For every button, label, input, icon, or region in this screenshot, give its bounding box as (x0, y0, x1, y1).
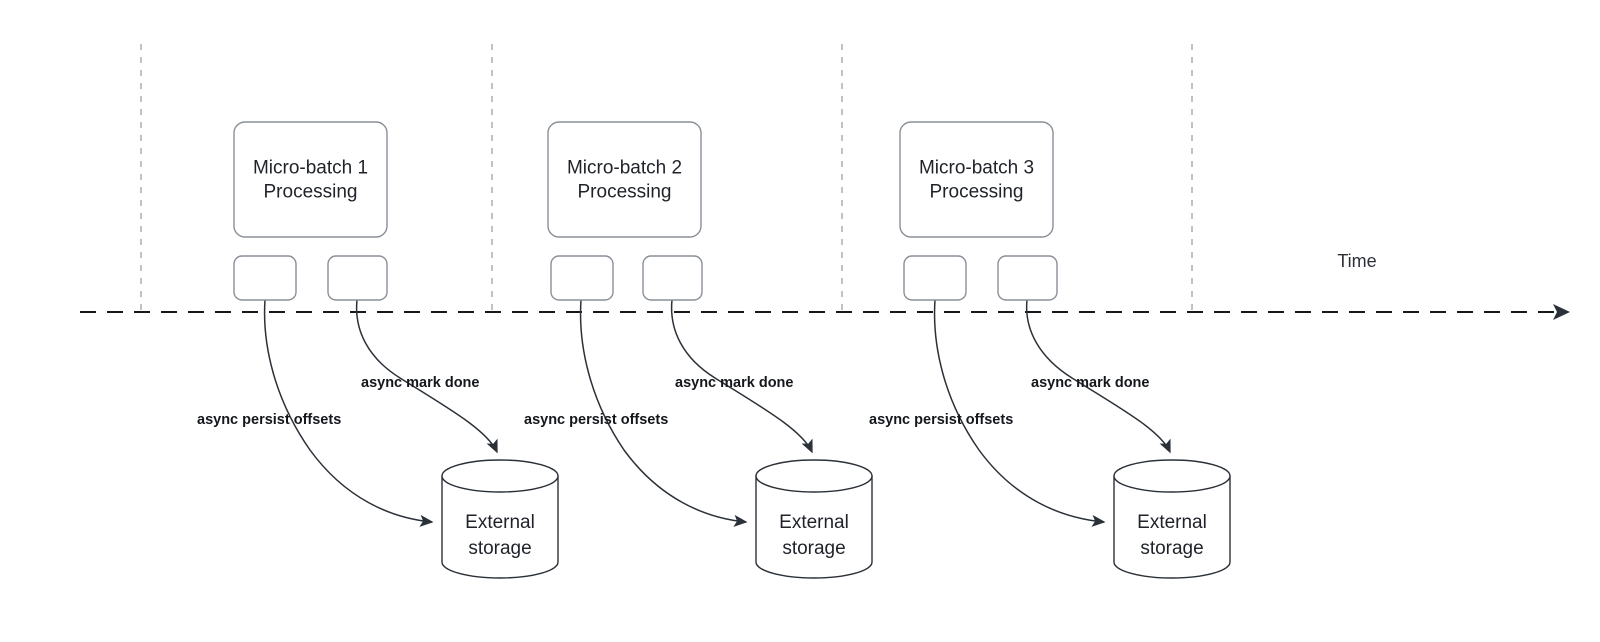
micro-batch-2-storage-label-line-1: External (779, 512, 849, 533)
micro-batch-1-label-line-2: Processing (264, 182, 358, 203)
micro-batch-1-external-storage-cylinder-body[interactable] (441, 475, 559, 579)
micro-batch-3-mark-done-edge-label: async mark done (1031, 375, 1149, 391)
micro-batch-3-mark-done-edge (1025, 299, 1171, 454)
micro-batch-1-processing-box[interactable] (233, 121, 388, 238)
time-axis-label: Time (1337, 251, 1376, 271)
micro-batch-1-persist-offsets-task[interactable] (233, 255, 297, 301)
micro-batch-3-external-storage-cylinder-top (1113, 459, 1231, 493)
micro-batch-1-external-storage-cylinder-top (441, 459, 559, 493)
micro-batch-2-mark-done-task[interactable] (642, 255, 703, 301)
micro-batch-3-label-line-2: Processing (930, 182, 1024, 203)
micro-batch-2-external-storage-cylinder-top (755, 459, 873, 493)
micro-batch-2-label-line-1: Micro-batch 2 (567, 158, 682, 179)
micro-batch-2-persist-offsets-task[interactable] (550, 255, 614, 301)
micro-batch-2-label-line-2: Processing (578, 182, 672, 203)
micro-batch-3-mark-done-task[interactable] (997, 255, 1058, 301)
micro-batch-3-storage-label-line-2: storage (1140, 538, 1203, 559)
micro-batch-1-mark-done-edge (355, 299, 498, 454)
micro-batch-3-label-line-1: Micro-batch 3 (919, 158, 1034, 179)
micro-batch-1-persist-offsets-edge-label: async persist offsets (197, 412, 341, 428)
micro-batch-3-storage-label-line-1: External (1137, 512, 1207, 533)
label-layer: Time async persist offsets async mark done… (197, 158, 1377, 560)
micro-batch-1-storage-label-line-1: External (465, 512, 535, 533)
tick-line-layer (140, 44, 1193, 312)
micro-batch-2-persist-offsets-edge-label: async persist offsets (524, 412, 668, 428)
micro-batch-2-external-storage-cylinder-body[interactable] (755, 475, 873, 579)
micro-batch-3-persist-offsets-edge (933, 299, 1106, 527)
micro-batch-2-mark-done-edge (670, 299, 813, 454)
micro-batch-1-mark-done-task[interactable] (327, 255, 388, 301)
time-axis-layer (80, 304, 1570, 320)
micro-batch-1-storage-label-line-2: storage (468, 538, 531, 559)
micro-batch-1-mark-done-edge-label: async mark done (361, 375, 479, 391)
micro-batch-1-persist-offsets-edge (263, 299, 434, 527)
micro-batch-3-persist-offsets-edge-label: async persist offsets (869, 412, 1013, 428)
micro-batch-3-processing-box[interactable] (899, 121, 1054, 238)
micro-batch-3-persist-offsets-task[interactable] (903, 255, 967, 301)
micro-batch-2-persist-offsets-edge (579, 299, 748, 527)
micro-batch-2-mark-done-edge-label: async mark done (675, 375, 793, 391)
micro-batch-2-storage-label-line-2: storage (782, 538, 845, 559)
micro-batch-1-label-line-1: Micro-batch 1 (253, 158, 368, 179)
micro-batch-3-external-storage-cylinder-body[interactable] (1113, 475, 1231, 579)
micro-batch-2-processing-box[interactable] (547, 121, 702, 238)
time-axis-arrow-icon (1553, 304, 1570, 320)
node-layer (233, 121, 1231, 579)
edge-layer (263, 299, 1171, 527)
